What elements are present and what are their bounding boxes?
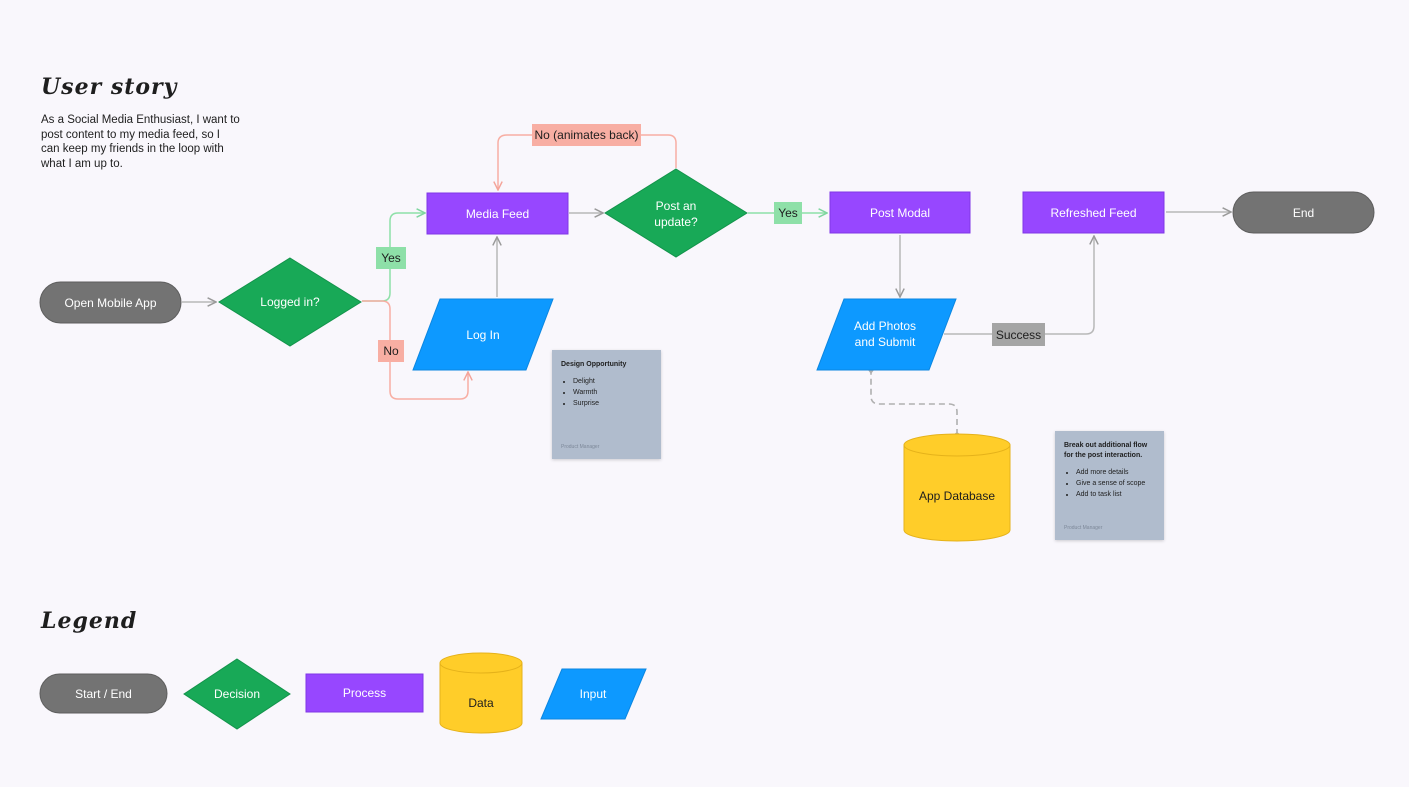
success-tag: Success <box>992 323 1045 346</box>
post-update-line2: update? <box>654 215 698 229</box>
log-in-input <box>412 298 554 371</box>
post-update-decision <box>604 168 748 258</box>
sticky-note-title: Break out additional flow for the post i… <box>1064 442 1148 459</box>
legend-decision-shape <box>183 658 291 730</box>
open-mobile-app-label: Open Mobile App <box>64 295 157 310</box>
end-label: End <box>1292 205 1315 220</box>
sticky-note-title: Design Opportunity <box>561 361 627 368</box>
log-in-label: Log In <box>466 327 500 342</box>
legend-start-end-label: Start / End <box>75 686 132 701</box>
legend-process-shape <box>305 673 424 713</box>
connector-no-to-log-in <box>362 300 468 400</box>
legend-decision-label: Decision <box>213 687 261 701</box>
legend-data-label: Data <box>468 696 494 710</box>
app-database-label: App Database <box>918 489 996 503</box>
logged-in-decision <box>218 257 362 347</box>
media-feed-process <box>426 192 569 235</box>
add-photos-line1: Add Photos <box>853 319 917 333</box>
add-photos-label: Add Photos and Submit <box>829 316 941 352</box>
legend-data-shape <box>439 652 523 734</box>
sticky-note-break-out-flow: Break out additional flow for the post i… <box>1055 431 1164 540</box>
add-photos-input <box>816 298 957 371</box>
refreshed-feed-label: Refreshed Feed <box>1050 205 1137 220</box>
refreshed-feed-process <box>1022 191 1165 234</box>
sticky-note-item: Give a sense of scope <box>1076 478 1164 489</box>
end-terminal <box>1232 191 1375 234</box>
yes-tag-logged-in: Yes <box>376 247 406 269</box>
sticky-note-item: Add more details <box>1076 467 1164 478</box>
media-feed-label: Media Feed <box>465 206 530 221</box>
app-database-cylinder <box>903 433 1011 542</box>
post-modal-label: Post Modal <box>869 205 931 220</box>
legend-heading: Legend <box>41 608 138 634</box>
post-update-line1: Post an <box>655 199 697 213</box>
post-update-label: Post an update? <box>605 197 747 231</box>
sticky-note-item: Add to task list <box>1076 489 1164 500</box>
sticky-note-author: Product Manager <box>561 444 600 450</box>
connector-success-to-refreshed-feed <box>944 236 1094 335</box>
legend-start-end-shape <box>39 673 168 714</box>
sticky-note-item: Warmth <box>573 387 661 398</box>
add-photos-line2: and Submit <box>854 335 916 349</box>
logged-in-label: Logged in? <box>260 295 320 309</box>
no-animates-back-tag: No (animates back) <box>532 124 641 146</box>
sticky-note-design-opportunity: Design Opportunity Delight Warmth Surpri… <box>552 350 661 459</box>
sticky-note-author: Product Manager <box>1064 525 1103 531</box>
user-story-heading: User story <box>41 74 178 100</box>
connector-database-to-add-photos <box>870 370 958 435</box>
open-mobile-app-terminal <box>39 281 182 324</box>
sticky-note-item: Surprise <box>573 398 661 409</box>
legend-input-label: Input <box>579 687 607 701</box>
no-tag-logged-in: No <box>378 340 404 362</box>
post-modal-process <box>829 191 971 234</box>
legend-process-label: Process <box>342 686 387 700</box>
user-story-text: As a Social Media Enthusiast, I want to … <box>41 114 240 170</box>
yes-tag-post-update: Yes <box>774 202 802 224</box>
sticky-note-item: Delight <box>573 376 661 387</box>
legend-input-shape <box>540 668 647 720</box>
